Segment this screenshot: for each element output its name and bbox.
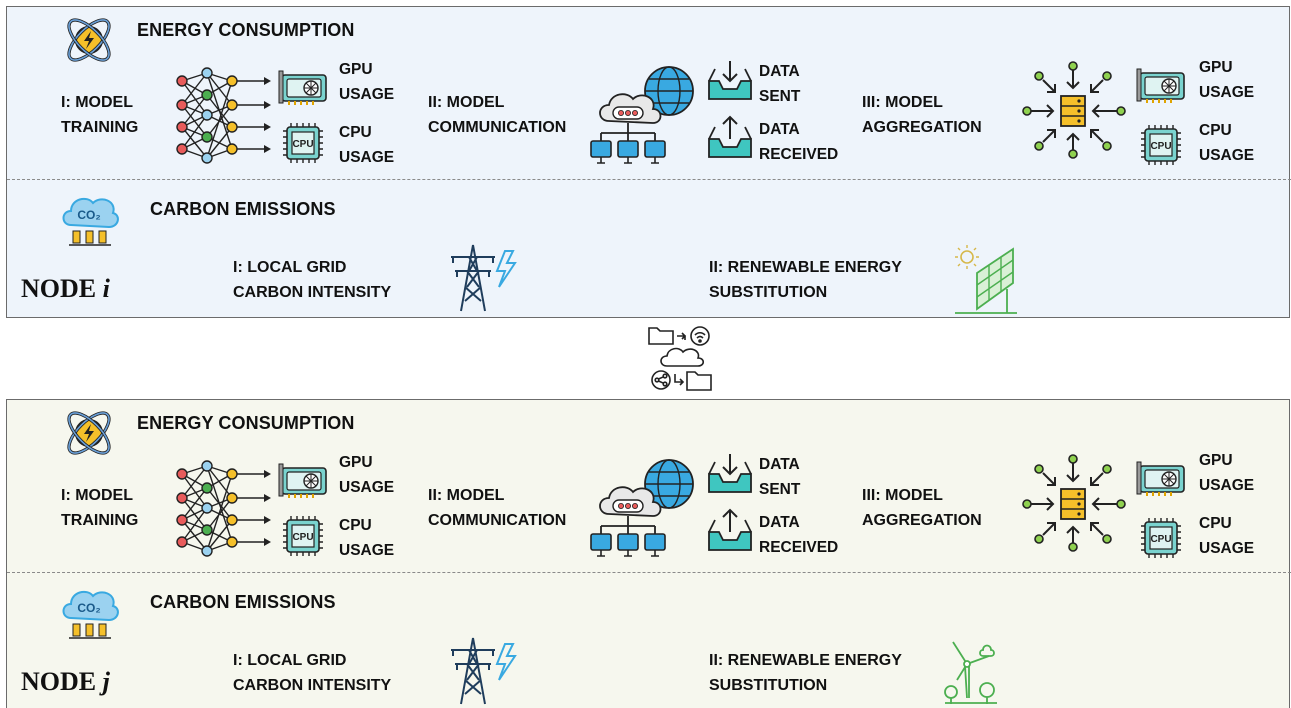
gpu-card-icon [278, 67, 331, 107]
cpu-chip-icon: CPU [279, 512, 327, 560]
co2-text: CO₂ [77, 208, 100, 222]
section-divider [7, 572, 1291, 573]
model-communication-label: II: MODEL COMMUNICATION [428, 94, 567, 136]
co2-cloud-icon: CO₂ [59, 580, 121, 642]
gpu-card-icon [1136, 65, 1189, 105]
cloud-network-icon [590, 456, 699, 560]
cpu-chip-text: CPU [1150, 534, 1171, 545]
model-training-label: I: MODEL TRAINING [61, 94, 139, 136]
local-grid-label: I: LOCAL GRID CARBON INTENSITY [233, 652, 392, 694]
node-prefix: NODE [21, 667, 97, 696]
power-tower-icon [447, 241, 521, 313]
model-aggregation-label: III: MODEL AGGREGATION [862, 487, 982, 529]
data-received-icon [707, 508, 753, 552]
cpu-chip-text: CPU [292, 139, 313, 150]
data-sent-label: DATA SENT [759, 456, 801, 498]
neural-network-icon [172, 63, 272, 167]
node-label: NODE j [21, 667, 110, 697]
cpu-chip-text: CPU [1150, 141, 1171, 152]
co2-text: CO₂ [77, 601, 100, 615]
co2-cloud-icon: CO₂ [59, 187, 121, 249]
renewable-energy-label: II: RENEWABLE ENERGY SUBSTITUTION [709, 652, 902, 694]
data-sent-icon [707, 452, 753, 494]
cpu-chip-text: CPU [292, 532, 313, 543]
node-variable: i [102, 274, 110, 303]
power-tower-icon [447, 634, 521, 706]
model-communication-label: II: MODEL COMMUNICATION [428, 487, 567, 529]
cpu-chip-icon: CPU [279, 119, 327, 167]
data-received-icon [707, 115, 753, 159]
section-divider [7, 179, 1291, 180]
gpu-usage-label: GPU USAGE [339, 454, 395, 496]
aggregation-server-icon [1021, 60, 1127, 160]
data-sent-icon [707, 59, 753, 101]
cpu-chip-icon: CPU [1137, 121, 1185, 169]
energy-consumption-title: ENERGY CONSUMPTION [137, 20, 355, 40]
energy-atom-icon [61, 12, 117, 68]
aggregation-server-icon [1021, 453, 1127, 553]
node-variable: j [102, 667, 110, 696]
energy-consumption-title: ENERGY CONSUMPTION [137, 413, 355, 433]
wind-turbine-icon [943, 636, 999, 704]
cpu-usage-label-2: CPU USAGE [1199, 515, 1255, 557]
local-grid-label: I: LOCAL GRID CARBON INTENSITY [233, 259, 392, 301]
solar-panel-icon [947, 243, 1019, 315]
carbon-emissions-title: CARBON EMISSIONS [150, 199, 336, 219]
gpu-usage-label: GPU USAGE [339, 61, 395, 103]
data-received-label: DATA RECEIVED [759, 121, 839, 163]
node-label: NODE i [21, 274, 110, 304]
node-prefix: NODE [21, 274, 97, 303]
gpu-card-icon [278, 460, 331, 500]
cpu-usage-label: CPU USAGE [339, 517, 395, 559]
renewable-energy-label: II: RENEWABLE ENERGY SUBSTITUTION [709, 259, 902, 301]
cpu-usage-label-2: CPU USAGE [1199, 122, 1255, 164]
carbon-emissions-title: CARBON EMISSIONS [150, 592, 336, 612]
node-i-panel: ENERGY CONSUMPTION I: MODEL TRAINING [6, 6, 1291, 318]
gpu-usage-label-2: GPU USAGE [1199, 452, 1255, 494]
cpu-usage-label: CPU USAGE [339, 124, 395, 166]
cloud-exchange-icon [645, 322, 717, 394]
gpu-usage-label-2: GPU USAGE [1199, 59, 1255, 101]
model-training-label: I: MODEL TRAINING [61, 487, 139, 529]
energy-atom-icon [61, 405, 117, 461]
model-aggregation-label: III: MODEL AGGREGATION [862, 94, 982, 136]
data-received-label: DATA RECEIVED [759, 514, 839, 556]
data-sent-label: DATA SENT [759, 63, 801, 105]
node-j-panel: ENERGY CONSUMPTION I: MODEL TRAINING [6, 399, 1291, 708]
neural-network-icon [172, 456, 272, 560]
gpu-card-icon [1136, 458, 1189, 498]
cloud-network-icon [590, 63, 699, 167]
cpu-chip-icon: CPU [1137, 514, 1185, 562]
